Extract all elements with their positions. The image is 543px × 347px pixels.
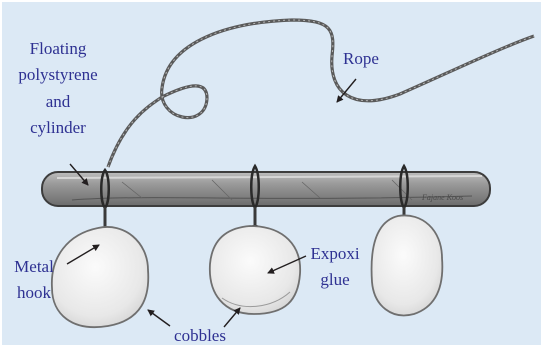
label-metal-line2: hook xyxy=(17,283,52,302)
label-expoxi-line1: Expoxi xyxy=(310,244,359,263)
label-floating-line2: polystyrene xyxy=(18,65,97,84)
label-rope: Rope xyxy=(343,49,379,68)
label-floating-line3: and xyxy=(46,92,71,111)
cobble-middle xyxy=(210,226,300,314)
label-expoxi-line2: glue xyxy=(320,270,349,289)
label-floating-line4: cylinder xyxy=(30,118,86,137)
label-metal-line1: Metal xyxy=(14,257,54,276)
artist-signature: Fajane Koos xyxy=(421,193,463,202)
label-cobbles: cobbles xyxy=(174,326,226,345)
label-floating-line1: Floating xyxy=(30,39,87,58)
cobble-right xyxy=(372,215,443,315)
